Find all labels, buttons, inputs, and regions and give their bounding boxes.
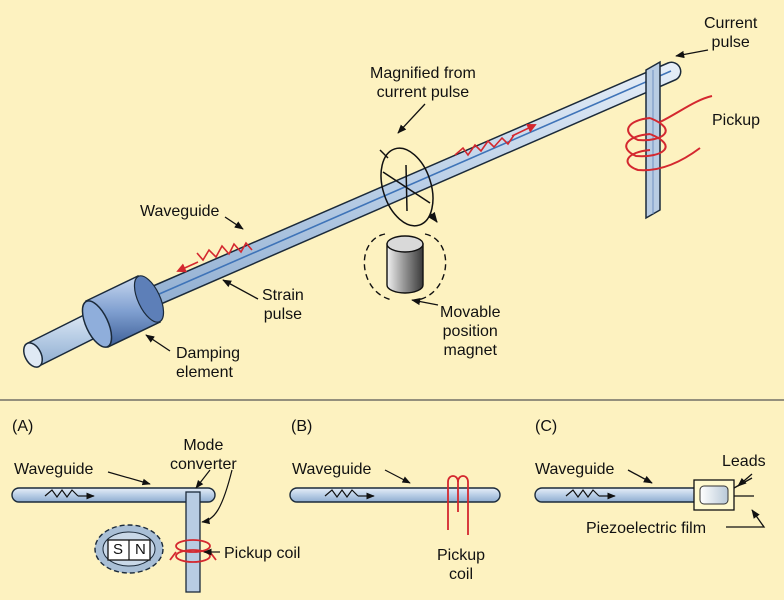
magnetic-field-loop	[379, 147, 442, 233]
leader-lines	[145, 49, 709, 352]
panel-a-tag: (A)	[12, 418, 34, 435]
waveguide-label: Waveguide	[140, 203, 220, 220]
mode-converter-label: Mode converter	[170, 437, 237, 473]
panel-a-waveguide-label: Waveguide	[14, 461, 94, 478]
damping-element	[81, 274, 165, 349]
leads-label: Leads	[722, 453, 766, 470]
magnet-south-label: S	[113, 541, 124, 558]
panel-b-waveguide-label: Waveguide	[292, 461, 372, 478]
magnet-north-label: N	[135, 541, 146, 558]
panel-b-tag: (B)	[291, 418, 313, 435]
piezoelectric-film-label: Piezoelectric film	[586, 520, 707, 537]
position-magnet	[363, 233, 447, 301]
pickup-coil	[625, 95, 713, 172]
magnified-label: Magnified from current pulse	[370, 65, 476, 101]
panel-c-waveguide-label: Waveguide	[535, 461, 615, 478]
current-pulse-wave	[454, 123, 537, 157]
main-diagram	[22, 49, 713, 368]
current-pulse-label: Current pulse	[704, 15, 758, 51]
panel-c-diagram	[534, 469, 766, 528]
strain-pulse-label: Strain pulse	[262, 287, 304, 323]
position-magnet-label: Movable position magnet	[440, 304, 501, 359]
damping-element-label: Damping element	[176, 345, 241, 381]
strain-pulse-wave	[176, 241, 253, 273]
panel-b-diagram	[289, 469, 501, 535]
panel-a-pickup-coil-label: Pickup coil	[224, 545, 301, 562]
waveguide-tube	[129, 61, 682, 315]
panel-b-pickup-coil-label: Pickup coil	[437, 547, 486, 583]
panel-a-diagram	[11, 469, 233, 593]
panel-c-tag: (C)	[535, 418, 558, 435]
pickup-label: Pickup	[712, 112, 761, 129]
